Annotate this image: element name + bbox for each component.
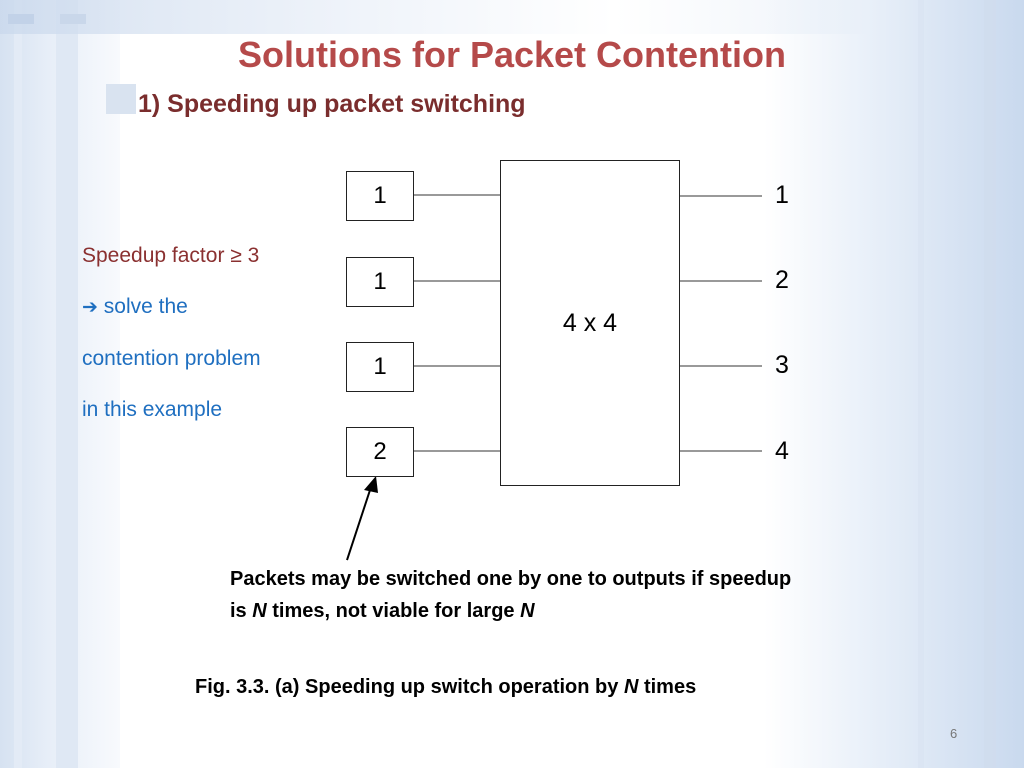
background-left-stripe <box>14 0 22 768</box>
right-arrow-icon: ➔ <box>82 297 98 318</box>
caption-text-part: times <box>638 676 697 698</box>
subtitle-bullet <box>106 84 136 114</box>
switch-fabric: 4 x 4 <box>500 160 680 486</box>
figure-caption: Fig. 3.3. (a) Speeding up switch operati… <box>195 676 895 699</box>
background-right-stripe <box>918 0 924 768</box>
background-top-square <box>8 14 34 24</box>
callout-text-part: is <box>230 600 253 622</box>
input-queue-box: 1 <box>346 342 414 392</box>
background-left-stripe <box>56 0 78 768</box>
input-queue-box: 2 <box>346 427 414 477</box>
background-right-stripe <box>984 0 996 768</box>
speedup-note: Speedup factor ≥ 3 ➔ solve the contentio… <box>82 230 322 435</box>
background-top-square <box>60 14 86 24</box>
callout-arrow-shaft <box>346 483 373 561</box>
variable-n: N <box>252 600 267 622</box>
input-queue-box: 1 <box>346 171 414 221</box>
variable-n: N <box>623 676 639 698</box>
example-text: in this example <box>82 398 223 421</box>
page-number: 6 <box>950 726 958 741</box>
caption-text-part: Fig. 3.3. (a) Speeding up switch operati… <box>195 676 624 698</box>
output-port-label: 3 <box>775 351 789 379</box>
callout-text-part: times, not viable for large <box>266 600 521 622</box>
background-right-panel <box>764 0 1024 768</box>
callout-arrow-head <box>364 476 378 493</box>
slide-subtitle: 1) Speeding up packet switching <box>138 90 526 118</box>
speedup-factor-text: Speedup factor ≥ 3 <box>82 244 260 267</box>
switch-size-label: 4 x 4 <box>562 309 618 337</box>
contention-text: contention problem <box>82 347 261 370</box>
callout-text: Packets may be switched one by one to ou… <box>230 563 930 627</box>
solve-line: ➔ solve the <box>82 281 322 333</box>
callout-line-2: is N times, not viable for large N <box>230 595 930 627</box>
variable-n: N <box>520 600 535 622</box>
slide-title: Solutions for Packet Contention <box>237 34 786 75</box>
input-queue-box: 1 <box>346 257 414 307</box>
callout-line-1: Packets may be switched one by one to ou… <box>230 568 792 590</box>
solve-text: solve the <box>103 295 188 318</box>
output-port-label: 2 <box>775 266 789 294</box>
output-port-label: 4 <box>775 437 789 465</box>
output-port-label: 1 <box>775 181 789 209</box>
